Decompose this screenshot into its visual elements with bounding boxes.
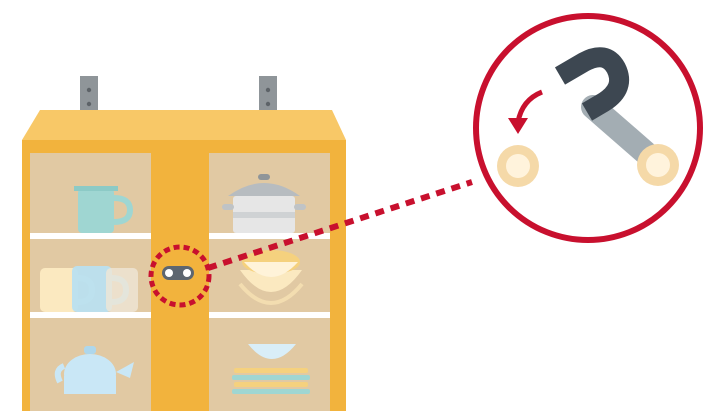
stacked-cups-icon — [40, 266, 138, 312]
zoom-circle — [476, 16, 700, 240]
latch-disc — [497, 145, 539, 187]
latch-disc — [637, 144, 679, 186]
latch-icon — [162, 266, 194, 280]
shelf — [209, 233, 330, 239]
shelf — [209, 312, 330, 318]
shelf — [30, 233, 151, 239]
shelf — [30, 312, 151, 318]
